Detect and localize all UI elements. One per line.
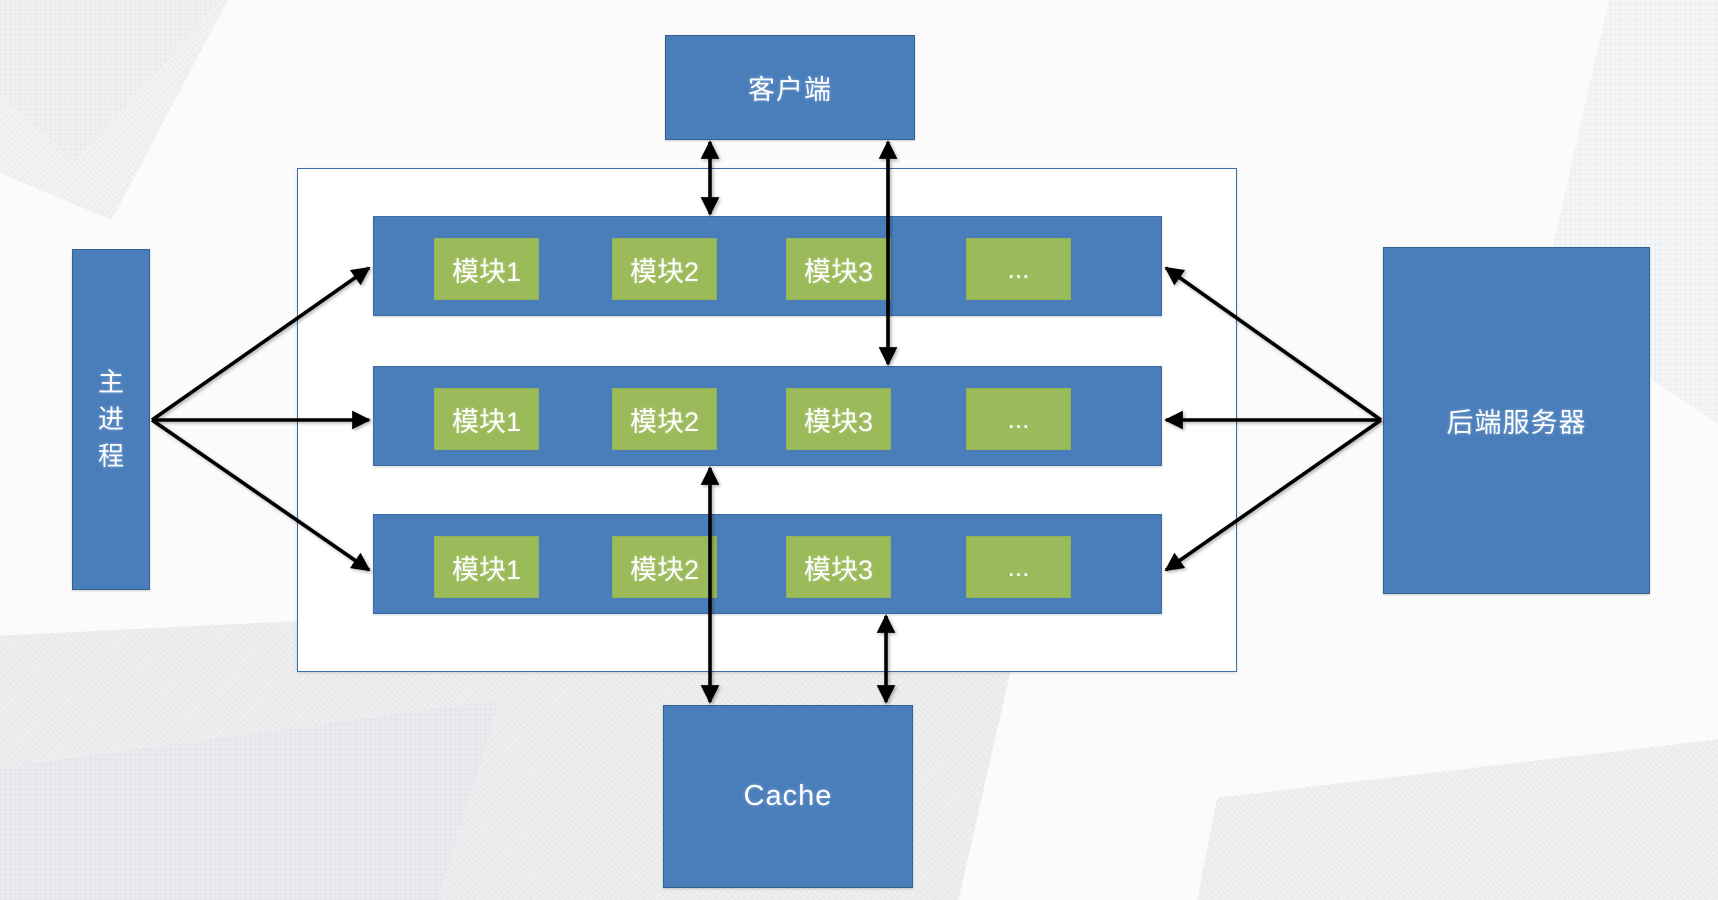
module-box[interactable]: 模块3	[786, 238, 891, 300]
worker-row[interactable]: 模块1 模块2 模块3 ...	[373, 514, 1162, 614]
cache-node-label: Cache	[743, 780, 833, 812]
module-box-label: ...	[1007, 551, 1030, 582]
module-box-label: 模块3	[803, 406, 874, 437]
module-box[interactable]: ...	[966, 536, 1071, 598]
module-box[interactable]: 模块1	[434, 536, 539, 598]
client-node-label: 客户端	[748, 75, 832, 105]
module-box-label: 模块3	[803, 256, 874, 287]
worker-row[interactable]: 模块1 模块2 模块3 ...	[373, 366, 1162, 466]
backend-server-node-label: 后端服务器	[1446, 408, 1587, 438]
module-box[interactable]: ...	[966, 388, 1071, 450]
module-box-label: 模块1	[451, 256, 522, 287]
client-node[interactable]: 客户端	[665, 35, 915, 140]
module-box-label: 模块2	[629, 256, 700, 287]
worker-row[interactable]: 模块1 模块2 模块3 ...	[373, 216, 1162, 316]
main-process-char-1: 主	[97, 367, 124, 398]
module-box[interactable]: 模块3	[786, 388, 891, 450]
module-box-label: 模块2	[629, 554, 700, 585]
cache-node[interactable]: Cache	[663, 705, 913, 888]
module-box-label: 模块3	[803, 554, 874, 585]
bg-polygon-top-left-2	[0, 0, 220, 160]
module-box-label: 模块1	[451, 406, 522, 437]
main-process-char-3: 程	[97, 440, 124, 471]
module-box[interactable]: ...	[966, 238, 1071, 300]
module-box[interactable]: 模块2	[612, 388, 717, 450]
module-box[interactable]: 模块2	[612, 238, 717, 300]
module-box[interactable]: 模块1	[434, 388, 539, 450]
main-process-node[interactable]: 主 进 程	[72, 249, 150, 590]
module-box-label: ...	[1007, 403, 1030, 434]
module-box[interactable]: 模块2	[612, 536, 717, 598]
module-box-label: 模块2	[629, 406, 700, 437]
main-process-node-label: 主 进 程	[98, 364, 124, 475]
bg-polygon-bottom-left-2	[0, 700, 500, 900]
bg-polygon-top-left	[0, 0, 270, 220]
module-box[interactable]: 模块1	[434, 238, 539, 300]
backend-server-node[interactable]: 后端服务器	[1383, 247, 1650, 594]
main-process-char-2: 进	[97, 404, 124, 435]
module-box[interactable]: 模块3	[786, 536, 891, 598]
module-box-label: ...	[1007, 253, 1030, 284]
module-box-label: 模块1	[451, 554, 522, 585]
bg-polygon-bottom-right	[1180, 730, 1718, 900]
